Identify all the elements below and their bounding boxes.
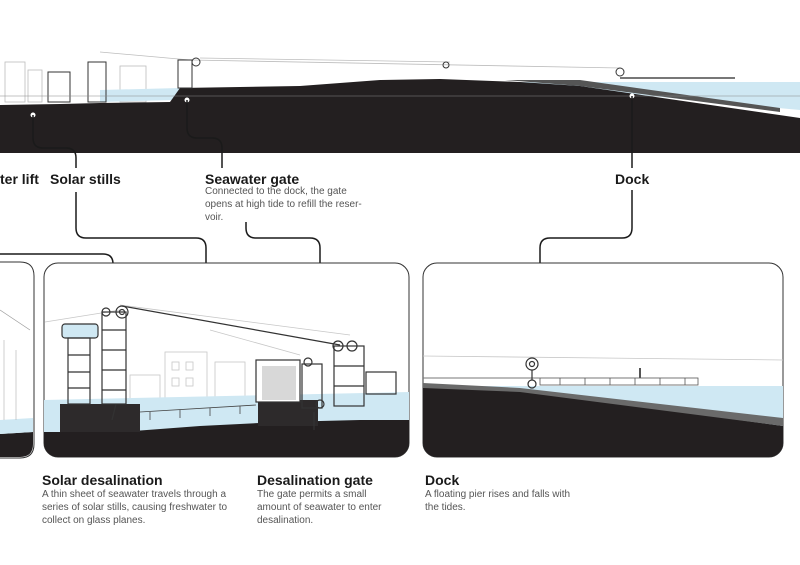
solar-desalination-desc: A thin sheet of seawater travels through… — [42, 488, 252, 527]
solar-desalination-title: Solar desalination — [42, 472, 163, 488]
dock-title: Dock — [425, 472, 459, 488]
dock-desc: A floating pier rises and falls with the… — [425, 488, 625, 514]
desalination-gate-title: Desalination gate — [257, 472, 373, 488]
desalination-gate-desc: The gate permits a small amount of seawa… — [257, 488, 417, 527]
